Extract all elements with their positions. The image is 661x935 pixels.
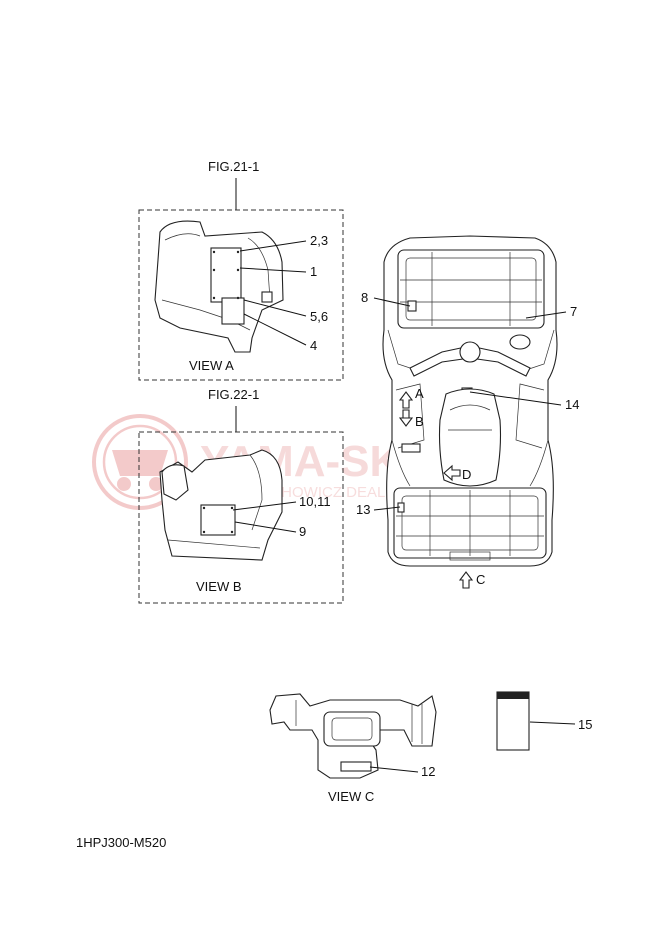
callout-15: 15 bbox=[578, 717, 592, 732]
view-b-frame bbox=[138, 431, 344, 604]
view-c-label: VIEW C bbox=[328, 789, 374, 804]
arrow-d-label: D bbox=[462, 467, 471, 482]
fig-b-ref: FIG.22-1 bbox=[208, 387, 259, 402]
callout-13: 13 bbox=[356, 502, 370, 517]
arrow-c-icon bbox=[458, 571, 474, 589]
part-15-label: 15 bbox=[496, 691, 592, 751]
callout-2-3: 2,3 bbox=[310, 233, 328, 248]
callout-14: 14 bbox=[565, 397, 579, 412]
atv-top-view: A B D C 8 7 14 13 bbox=[356, 235, 579, 589]
arrow-d-icon bbox=[443, 464, 461, 482]
callout-8: 8 bbox=[361, 290, 368, 305]
callout-12: 12 bbox=[421, 764, 435, 779]
view-b-label: VIEW B bbox=[196, 579, 242, 594]
callout-7: 7 bbox=[570, 304, 577, 319]
view-a-label: VIEW A bbox=[189, 358, 234, 373]
callout-1: 1 bbox=[310, 264, 317, 279]
arrow-b-label: B bbox=[415, 414, 424, 429]
watermark-logo-icon bbox=[92, 414, 188, 510]
arrow-c-label: C bbox=[476, 572, 485, 587]
view-c-rear-panel bbox=[269, 693, 437, 779]
view-a-fender bbox=[154, 220, 284, 353]
callout-5-6: 5,6 bbox=[310, 309, 328, 324]
arrow-a-icon bbox=[398, 391, 414, 409]
callout-9: 9 bbox=[299, 524, 306, 539]
fig-a-ref: FIG.21-1 bbox=[208, 159, 259, 174]
view-b-fender bbox=[159, 449, 283, 561]
callout-4: 4 bbox=[310, 338, 317, 353]
arrow-b-icon bbox=[398, 409, 414, 427]
callout-10-11: 10,11 bbox=[299, 494, 331, 509]
diagram-code: 1HPJ300-M520 bbox=[76, 835, 166, 850]
view-a-panel: FIG.21-1 2,3 1 5,6 4 VIEW A bbox=[138, 159, 344, 381]
view-c-panel: 12 VIEW C bbox=[269, 693, 437, 804]
view-a-frame bbox=[138, 209, 344, 381]
view-b-panel: FIG.22-1 10,11 9 VIEW B bbox=[138, 387, 344, 604]
arrow-a-label: A bbox=[415, 386, 424, 401]
